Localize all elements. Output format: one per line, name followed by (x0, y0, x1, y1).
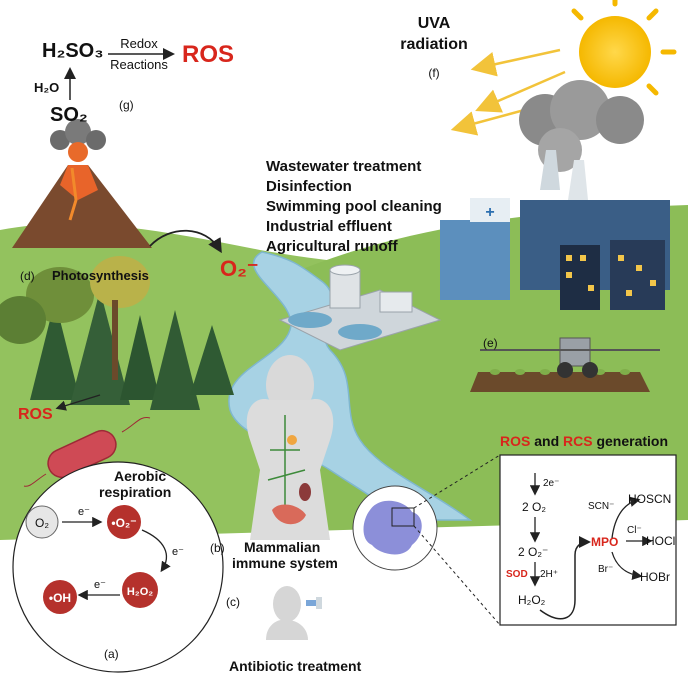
br-arrow (611, 551, 643, 581)
hocl-label: HOCl (646, 534, 675, 548)
h2o2-to-mpo-arrow (539, 536, 591, 620)
superoxide-main: O₂⁻ (220, 256, 259, 281)
hobr-label: HOBr (640, 570, 670, 584)
e-label-3: e⁻ (94, 579, 106, 591)
panel-g-label: (g) (119, 98, 134, 112)
sod-label: SOD (506, 569, 528, 580)
respiration-title-1: Aerobic (114, 468, 166, 484)
panel-e-label: (e) (483, 336, 498, 350)
uva-block: UVA radiation (f) (400, 15, 468, 80)
source-item: Swimming pool cleaning (266, 198, 442, 215)
volcano-icon (12, 119, 152, 248)
panel-f-label: (f) (428, 66, 439, 80)
immune-line-2: immune system (232, 555, 338, 571)
scn-ion: SCN⁻ (588, 501, 614, 512)
source-item: Agricultural runoff (266, 238, 399, 255)
hoscn-label: HOSCN (628, 492, 671, 506)
photosynthesis-arrow (149, 229, 222, 254)
ros-rcs-generation-panel: ROS and RCS generation 2e⁻ 2 O₂ 2 O₂⁻ SO… (499, 433, 677, 626)
generation-title: ROS and RCS generation (500, 433, 668, 449)
sources-list: Wastewater treatment Disinfection Swimmi… (266, 158, 442, 255)
human-immune-icon (246, 355, 334, 540)
so2-label: SO₂ (50, 104, 88, 126)
antibiotic-patient-icon (266, 586, 322, 640)
wastewater-plant-icon (278, 264, 442, 351)
agriculture-icon (470, 337, 660, 392)
immune-cell-icon (352, 454, 501, 626)
panel-b-label: (b) (210, 541, 225, 555)
aerobic-respiration-panel: Aerobic respiration O₂ e⁻ •O₂⁻ e⁻ H₂O₂ e… (12, 461, 224, 673)
title-rest: generation (593, 433, 668, 449)
panel-d-label: (d) (20, 269, 35, 283)
e-label-2: e⁻ (172, 546, 184, 558)
ros-product: ROS (182, 41, 234, 68)
source-item: Industrial effluent (266, 218, 392, 235)
respiration-title-2: respiration (99, 484, 171, 500)
industrial-city-icon: + (440, 80, 670, 310)
scn-arrow (611, 496, 641, 539)
forest-icon (0, 256, 234, 410)
panel-a-label: (a) (104, 647, 119, 661)
source-item: Disinfection (266, 178, 352, 195)
hydroxyl-node (43, 580, 77, 614)
antibiotic-label: Antibiotic treatment (229, 658, 362, 674)
electron-2: 2e⁻ (543, 478, 559, 489)
title-and: and (530, 433, 563, 449)
o2-2: 2 O₂ (522, 500, 546, 514)
e-label-1: e⁻ (78, 506, 90, 518)
br-ion: Br⁻ (598, 564, 613, 575)
title-ros: ROS (500, 433, 530, 449)
photosynthesis-label: Photosynthesis (52, 268, 149, 283)
cl-ion: Cl⁻ (627, 525, 642, 536)
h2o-label: H₂O (34, 80, 59, 95)
title-rcs: RCS (563, 433, 593, 449)
immune-line-1: Mammalian (244, 539, 320, 555)
source-item: Wastewater treatment (266, 158, 421, 175)
forest-ros-arrow (55, 394, 101, 411)
panel-c-label: (c) (226, 595, 240, 609)
o2-node-label: O₂ (35, 516, 49, 530)
superoxide-2: 2 O₂⁻ (518, 545, 548, 559)
hydroxyl-node-label: •OH (49, 591, 71, 605)
e-arrow-2 (141, 529, 171, 573)
protons-label: 2H⁺ (540, 569, 558, 580)
h2o2-2: H₂O₂ (518, 593, 546, 607)
h2so3-label: H₂SO₃ (42, 40, 103, 62)
o2-node (25, 505, 59, 539)
so2-reaction: H₂SO₃ Redox Reactions ROS H₂O SO₂ (g) (34, 36, 234, 126)
svg-text:+: + (485, 204, 494, 221)
forest-ros-label: ROS (18, 406, 53, 423)
h2o2-node-label: H₂O₂ (127, 586, 153, 598)
uva-line2: radiation (400, 36, 468, 53)
uva-line1: UVA (418, 15, 451, 32)
reactions-label: Reactions (110, 57, 168, 72)
superoxide-node (107, 505, 141, 539)
h2o2-node (122, 572, 158, 608)
redox-label: Redox (120, 36, 158, 51)
mpo-label: MPO (591, 535, 618, 549)
superoxide-node-label: •O₂⁻ (111, 516, 136, 530)
